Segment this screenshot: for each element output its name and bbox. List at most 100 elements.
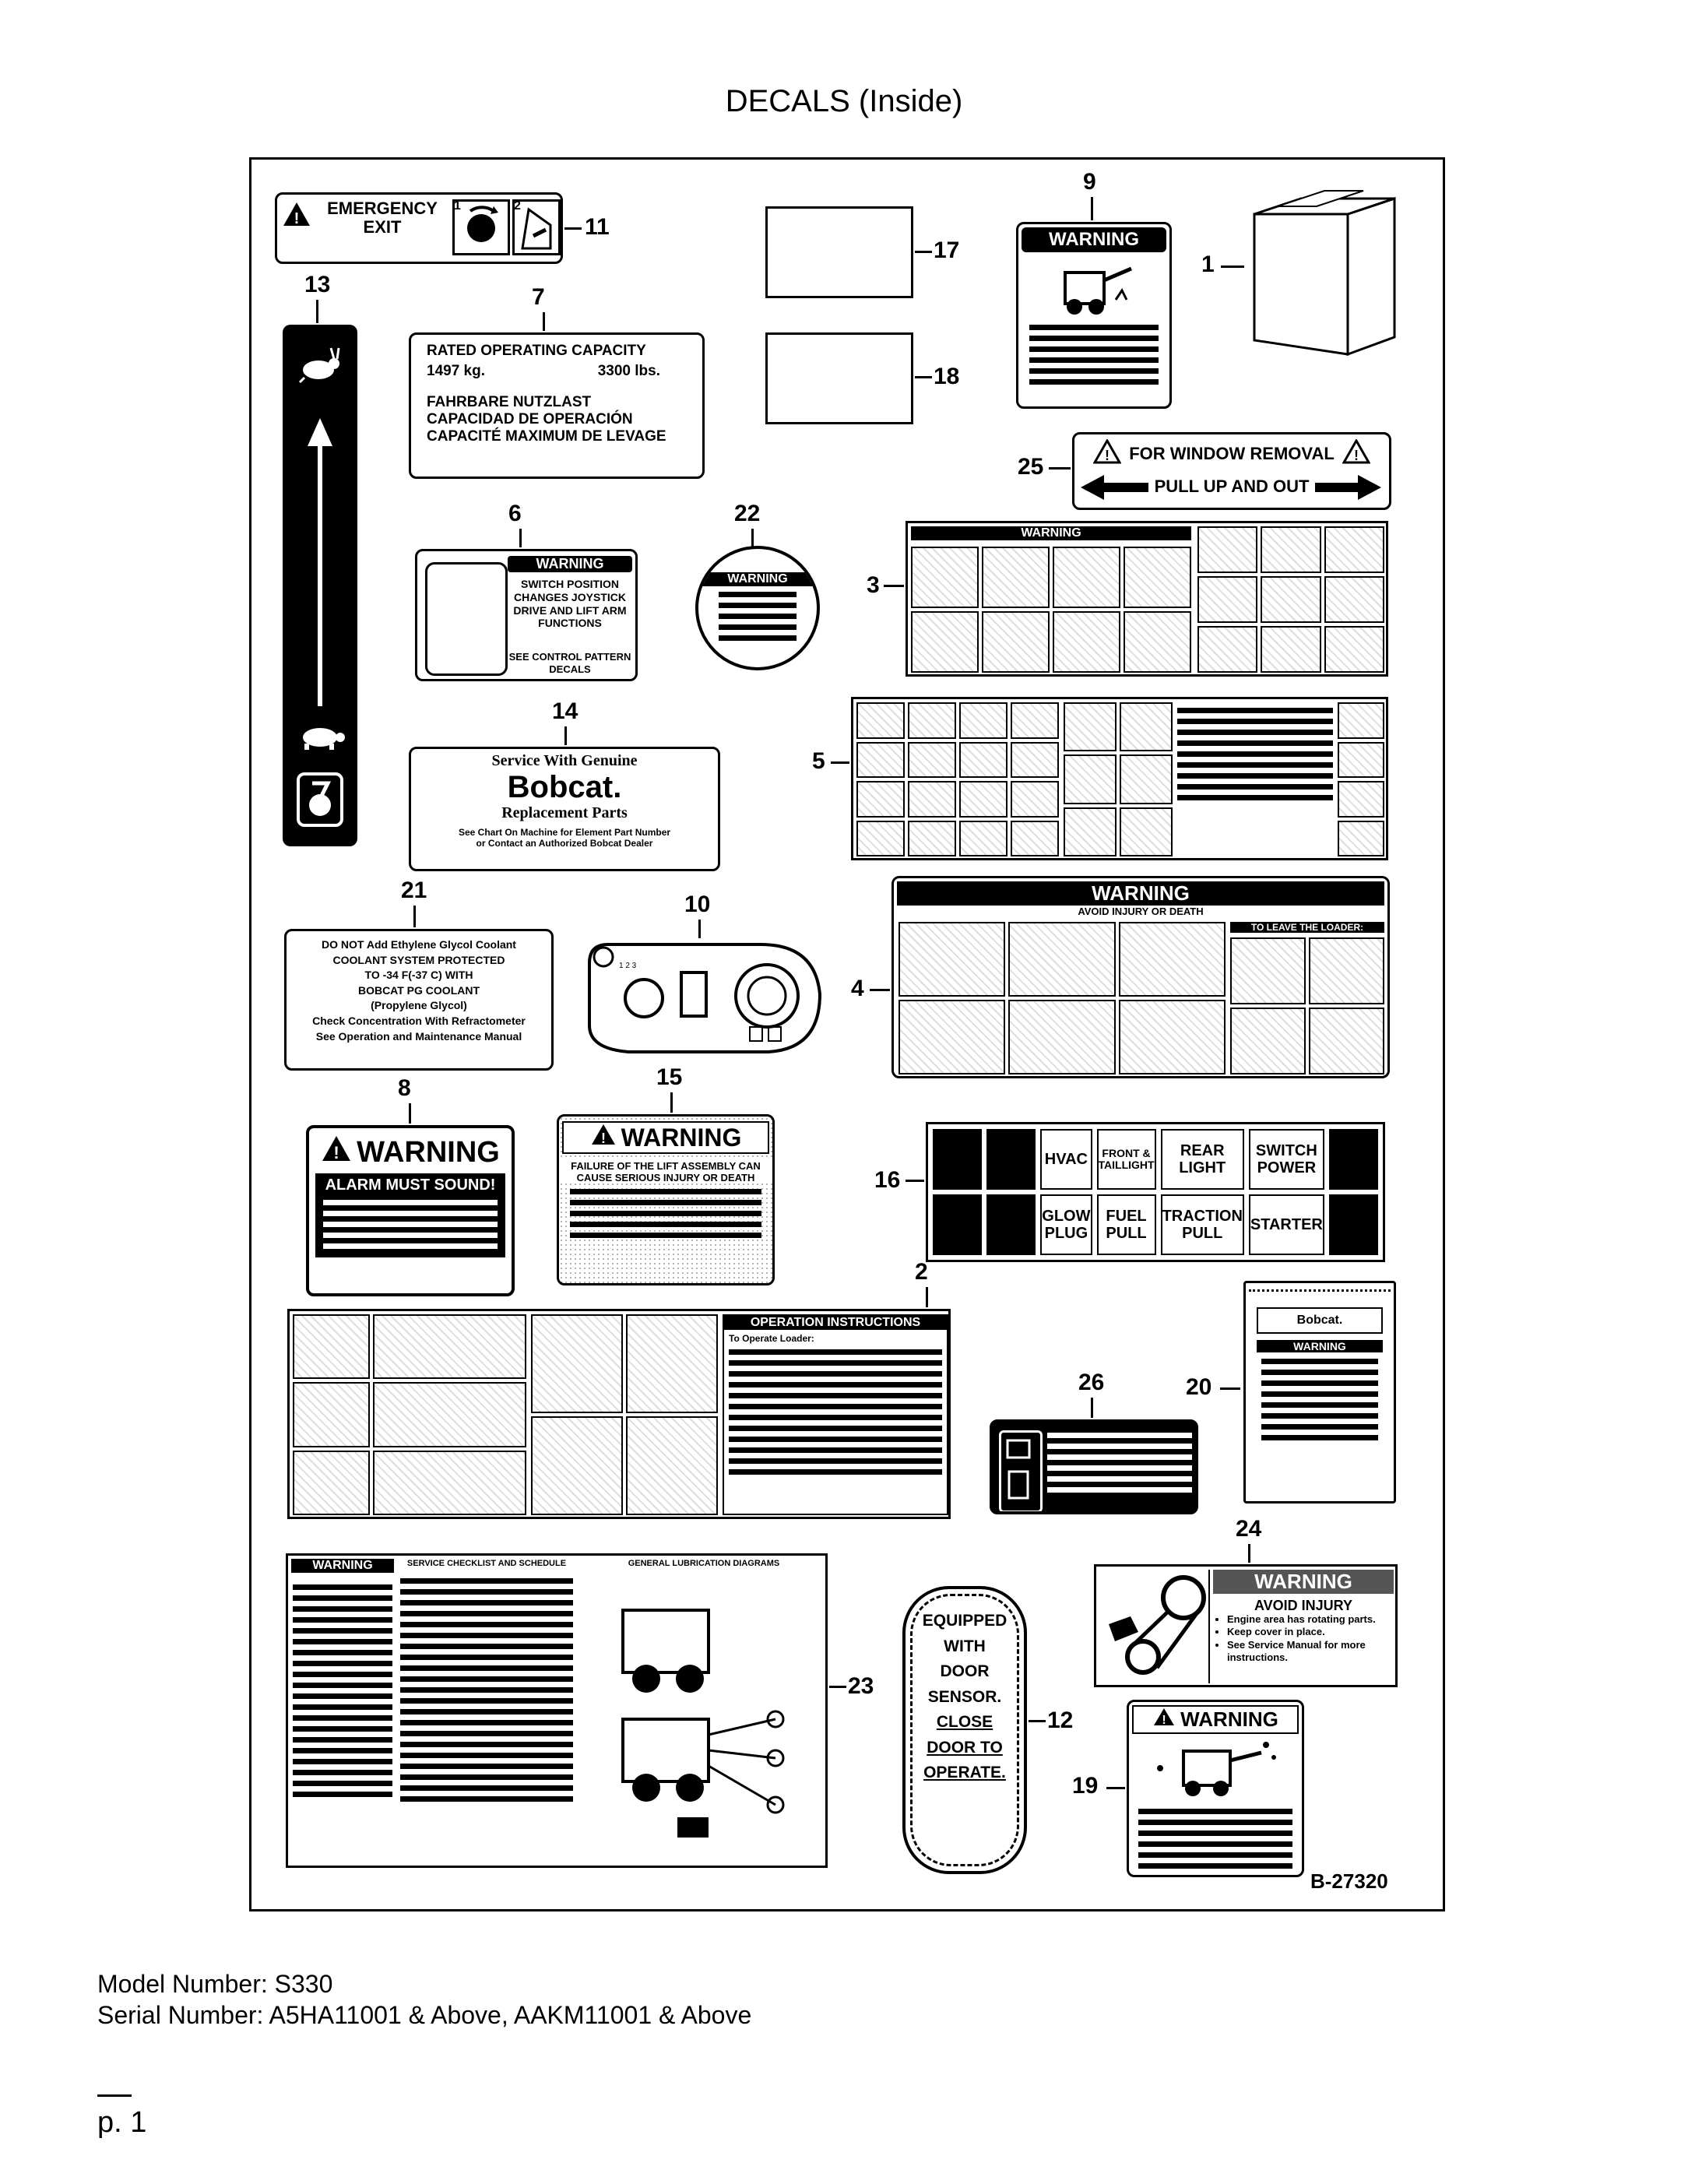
fuse-glow-plug: GLOW PLUG xyxy=(1040,1194,1092,1255)
decal-24-avoid-injury: WARNING AVOID INJURY Engine area has rot… xyxy=(1094,1564,1398,1687)
parts-line-5: or Contact an Authorized Bobcat Dealer xyxy=(476,838,653,849)
decal-24-header: WARNING xyxy=(1213,1570,1394,1594)
fuse-switch-power: SWITCH POWER xyxy=(1248,1129,1324,1190)
callout-11: 11 xyxy=(585,214,610,240)
service-checklist-title: SERVICE CHECKLIST AND SCHEDULE xyxy=(406,1559,567,1568)
door-sensor-line-3: DOOR xyxy=(940,1662,990,1681)
booklet-brand: Bobcat. xyxy=(1257,1307,1383,1334)
exit-label: EXIT xyxy=(363,217,402,237)
door-sensor-line-7: OPERATE. xyxy=(923,1764,1006,1782)
emergency-label: EMERGENCY xyxy=(327,199,438,218)
decal-9-warning: WARNING xyxy=(1016,222,1172,409)
decal-8-alarm-warning: ! WARNING ALARM MUST SOUND! xyxy=(306,1125,515,1296)
lubrication-diagram-icon xyxy=(592,1587,818,1848)
speed-dial-icon xyxy=(297,772,343,831)
decal-2-operation-instructions: OPERATION INSTRUCTIONS To Operate Loader… xyxy=(287,1309,951,1519)
callout-8: 8 xyxy=(398,1075,411,1101)
parts-brand: Bobcat. xyxy=(507,770,622,804)
handle-turn-icon xyxy=(452,199,510,255)
callout-13: 13 xyxy=(304,272,331,297)
callout-26: 26 xyxy=(1078,1370,1105,1395)
decal-17-blank xyxy=(765,206,913,298)
svg-text:1 2 3: 1 2 3 xyxy=(619,962,637,970)
capacity-heading: RATED OPERATING CAPACITY xyxy=(427,343,646,359)
decal-14-genuine-parts: Service With Genuine Bobcat. Replacement… xyxy=(409,747,720,871)
decal-20-operator-booklet: Bobcat. WARNING xyxy=(1243,1281,1396,1503)
capacity-french: CAPACITÉ MAXIMUM DE LEVAGE xyxy=(427,428,666,445)
page-number: p. 1 xyxy=(97,2106,147,2139)
decal-kit-box-icon xyxy=(1247,167,1402,358)
capacity-lbs: 3300 lbs. xyxy=(597,363,660,379)
parts-line-4: See Chart On Machine for Element Part Nu… xyxy=(458,827,671,838)
lift-failure-line-2: CAUSE SERIOUS INJURY OR DEATH xyxy=(559,1172,772,1183)
page-number-rule xyxy=(97,2094,132,2097)
decal-11-emergency-exit: ! EMERGENCY EXIT 1 2 xyxy=(275,192,563,264)
warning-triangle-icon: ! xyxy=(1342,438,1371,469)
decal-25-window-removal: ! FOR WINDOW REMOVAL ! PULL UP AND OUT xyxy=(1072,432,1391,510)
step-2-number: 2 xyxy=(514,199,521,213)
step-1-number: 1 xyxy=(454,199,461,213)
decal-26-manual xyxy=(990,1419,1198,1514)
callout-24: 24 xyxy=(1236,1516,1262,1542)
door-sensor-line-1: EQUIPPED xyxy=(922,1612,1008,1630)
lubrication-diagram-title: GENERAL LUBRICATION DIAGRAMS xyxy=(628,1559,780,1568)
switch-outline-icon xyxy=(425,562,508,676)
decal-22-header: WARNING xyxy=(698,572,817,586)
rabbit-icon xyxy=(295,346,345,389)
fuse-rear-light: REAR LIGHT xyxy=(1160,1129,1244,1190)
door-sensor-line-6: DOOR TO xyxy=(927,1738,1003,1757)
window-removal-label: FOR WINDOW REMOVAL xyxy=(1129,444,1335,463)
decal-16-fuse-panel: HVAC FRONT & TAILLIGHT REAR LIGHT SWITCH… xyxy=(926,1122,1385,1262)
decal-23-header: WARNING xyxy=(291,1559,394,1573)
callout-5: 5 xyxy=(812,748,825,774)
decal-4-subheader: AVOID INJURY OR DEATH xyxy=(1078,906,1204,917)
coolant-line-4: BOBCAT PG COOLANT xyxy=(357,983,480,997)
booklet-warning: WARNING xyxy=(1257,1340,1383,1352)
callout-15: 15 xyxy=(656,1064,683,1090)
fuse-front-taillight: FRONT & TAILLIGHT xyxy=(1096,1129,1156,1190)
callout-7: 7 xyxy=(532,284,545,310)
callout-25: 25 xyxy=(1018,454,1044,480)
decal-19-header: WARNING xyxy=(1180,1707,1278,1731)
callout-3: 3 xyxy=(867,572,880,598)
manual-book-icon xyxy=(999,1430,1043,1511)
avoid-injury-bullet-1: Engine area has rotating parts. xyxy=(1227,1613,1395,1626)
decal-6-body: SWITCH POSITION CHANGES JOYSTICK DRIVE A… xyxy=(513,578,627,630)
decal-12-door-sensor: EQUIPPED WITH DOOR SENSOR. CLOSE DOOR TO… xyxy=(902,1586,1027,1874)
decal-2-header: OPERATION INSTRUCTIONS xyxy=(724,1316,947,1330)
parts-line-3: Replacement Parts xyxy=(501,804,628,821)
decal-4-header: WARNING xyxy=(897,881,1384,906)
lift-failure-line-1: FAILURE OF THE LIFT ASSEMBLY CAN xyxy=(559,1160,772,1172)
fuse-traction-pull: TRACTION PULL xyxy=(1160,1194,1244,1255)
callout-4: 4 xyxy=(851,976,864,1001)
svg-text:!: ! xyxy=(1162,1714,1166,1727)
coolant-line-3: TO -34 F(-37 C) WITH xyxy=(364,969,473,982)
decal-15-lift-warning: ! WARNING FAILURE OF THE LIFT ASSEMBLY C… xyxy=(557,1114,775,1285)
decal-19-warning: ! WARNING xyxy=(1127,1700,1304,1877)
door-sensor-line-4: SENSOR. xyxy=(927,1687,1002,1706)
decal-23-service-checklist: WARNING SERVICE CHECKLIST AND SCHEDULE G… xyxy=(286,1553,828,1868)
avoid-injury-title: AVOID INJURY xyxy=(1254,1598,1353,1613)
callout-18: 18 xyxy=(934,364,960,389)
diagram-code: B-27320 xyxy=(1310,1869,1388,1893)
decal-9-header: WARNING xyxy=(1022,227,1166,252)
decal-3-header: WARNING xyxy=(911,526,1191,540)
callout-1: 1 xyxy=(1201,251,1215,277)
parts-line-1: Service With Genuine xyxy=(491,752,638,769)
fuse-hvac: HVAC xyxy=(1040,1129,1092,1190)
warning-triangle-icon: ! xyxy=(321,1134,352,1170)
svg-text:!: ! xyxy=(601,1131,606,1146)
capacity-german: FAHRBARE NUTZLAST xyxy=(427,394,592,410)
decal-8-header: WARNING xyxy=(357,1135,500,1169)
decal-13-speed-strip xyxy=(283,325,357,846)
capacity-spanish: CAPACIDAD DE OPERACIÓN xyxy=(427,411,633,427)
fuse-starter: STARTER xyxy=(1248,1194,1324,1255)
pull-up-label: PULL UP AND OUT xyxy=(1148,477,1316,496)
decal-3-warning-pictorial: WARNING xyxy=(906,521,1388,677)
warning-triangle-icon: ! xyxy=(590,1123,617,1152)
decal-6-switch-warning: WARNING SWITCH POSITION CHANGES JOYSTICK… xyxy=(415,549,638,681)
door-sensor-line-2: WITH xyxy=(944,1637,986,1655)
callout-16: 16 xyxy=(874,1167,901,1193)
decal-4-warning-avoid-injury: WARNING AVOID INJURY OR DEATH TO LEAVE T… xyxy=(891,876,1390,1078)
page-title: DECALS (Inside) xyxy=(725,84,963,118)
